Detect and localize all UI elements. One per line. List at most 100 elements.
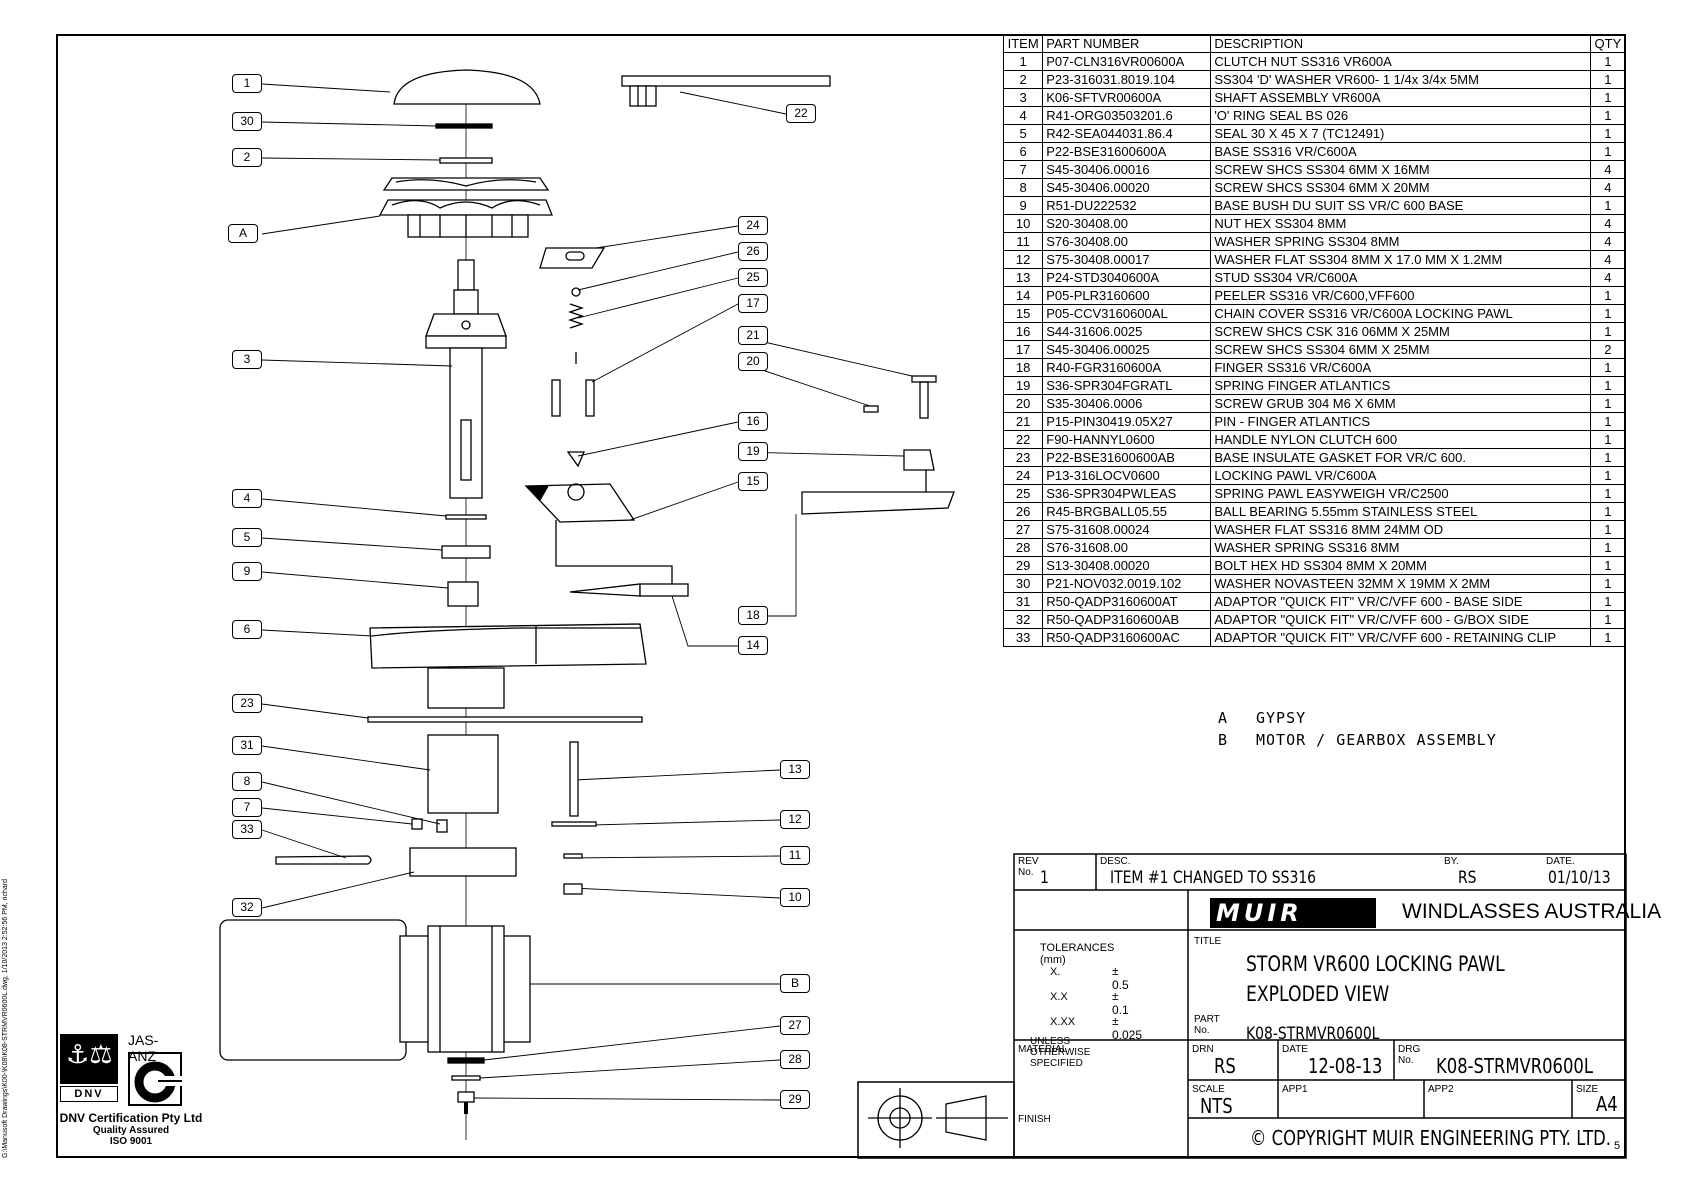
row-part-number: S36-SPR304PWLEAS — [1042, 484, 1212, 503]
row-part-number: R42-SEA044031.86.4 — [1042, 124, 1212, 143]
row-description: WASHER NOVASTEEN 32MM X 19MM X 2MM — [1210, 574, 1591, 593]
row-part-number: P13-316LOCV0600 — [1042, 466, 1212, 485]
row-part-number: S20-30408.00 — [1042, 214, 1212, 233]
by-label: BY. — [1444, 856, 1459, 867]
row-part-number: S76-31608.00 — [1042, 538, 1212, 557]
row-item: 16 — [1002, 322, 1044, 341]
balloon-item: 19 — [738, 442, 768, 461]
row-item: 6 — [1002, 142, 1044, 161]
row-item: 27 — [1002, 520, 1044, 539]
row-description: BASE BUSH DU SUIT SS VR/C 600 BASE — [1210, 196, 1591, 215]
cert-line-3: ISO 9001 — [109, 1136, 153, 1147]
row-qty: 1 — [1589, 88, 1627, 107]
row-qty: 4 — [1589, 250, 1627, 269]
balloon-item: 5 — [232, 528, 262, 547]
row-description: ADAPTOR "QUICK FIT" VR/C/VFF 600 - G/BOX… — [1210, 610, 1591, 629]
row-qty: 1 — [1589, 142, 1627, 161]
row-description: WASHER FLAT SS316 8MM 24MM OD — [1210, 520, 1591, 539]
copyright: © COPYRIGHT MUIR ENGINEERING PTY. LTD. — [1250, 1126, 1611, 1150]
row-item: 30 — [1002, 574, 1044, 593]
balloon-item: 29 — [780, 1090, 810, 1109]
row-qty: 1 — [1589, 448, 1627, 467]
title-label: TITLE — [1194, 936, 1222, 947]
balloon-item: 12 — [780, 810, 810, 829]
row-description: SCREW GRUB 304 M6 X 6MM — [1210, 394, 1591, 413]
row-qty: 1 — [1589, 484, 1627, 503]
row-part-number: K06-SFTVR00600A — [1042, 88, 1212, 107]
row-part-number: S45-30406.00020 — [1042, 178, 1212, 197]
balloon-item: 4 — [232, 489, 262, 508]
row-item: 28 — [1002, 538, 1044, 557]
row-part-number: S13-30408.00020 — [1042, 556, 1212, 575]
row-qty: 1 — [1589, 70, 1627, 89]
balloon-item: A — [228, 224, 258, 243]
row-part-number: R50-QADP3160600AB — [1042, 610, 1212, 629]
note-text: GYPSY — [1256, 709, 1307, 727]
row-description: SPRING PAWL EASYWEIGH VR/C2500 — [1210, 484, 1591, 503]
row-item: 20 — [1002, 394, 1044, 413]
rev-value: 1 — [1040, 868, 1049, 888]
row-item: 17 — [1002, 340, 1044, 359]
row-description: ADAPTOR "QUICK FIT" VR/C/VFF 600 - RETAI… — [1210, 628, 1591, 647]
row-qty: 1 — [1589, 538, 1627, 557]
row-description: CHAIN COVER SS316 VR/C600A LOCKING PAWL — [1210, 304, 1591, 323]
scale-label: SCALE — [1192, 1084, 1225, 1095]
balloon-item: 32 — [232, 898, 262, 917]
row-qty: 1 — [1589, 592, 1627, 611]
row-item: 24 — [1002, 466, 1044, 485]
cert-line-2: Quality Assured — [92, 1125, 170, 1136]
row-part-number: P05-PLR3160600 — [1042, 286, 1212, 305]
balloon-item: 14 — [738, 636, 768, 655]
row-item: 25 — [1002, 484, 1044, 503]
dwg-date-label: DATE — [1282, 1044, 1308, 1055]
jas-anz-c-icon — [134, 1061, 182, 1103]
cert-line-1: DNV Certification Pty Ltd — [59, 1111, 203, 1125]
tolerance-value: ± 0.5 — [1112, 964, 1129, 992]
row-description: WASHER SPRING SS304 8MM — [1210, 232, 1591, 251]
balloon-item: B — [780, 974, 810, 993]
row-part-number: S44-31606.0025 — [1042, 322, 1212, 341]
row-description: ADAPTOR "QUICK FIT" VR/C/VFF 600 - BASE … — [1210, 592, 1591, 611]
row-part-number: P21-NOV032.0019.102 — [1042, 574, 1212, 593]
row-description: SS304 'D' WASHER VR600- 1 1/4x 3/4x 5MM — [1210, 70, 1591, 89]
title-line-2: EXPLODED VIEW — [1246, 982, 1390, 1006]
size-value: A4 — [1596, 1092, 1618, 1116]
balloon-item: 10 — [780, 888, 810, 907]
tolerance-key: X. — [1050, 966, 1061, 978]
dnv-badge: DNV — [60, 1086, 118, 1102]
row-description: PEELER SS316 VR/C600,VFF600 — [1210, 286, 1591, 305]
row-qty: 1 — [1589, 520, 1627, 539]
row-item: 19 — [1002, 376, 1044, 395]
drg-value: K08-STRMVR0600L — [1436, 1054, 1594, 1078]
row-qty: 1 — [1589, 412, 1627, 431]
drn-label: DRN — [1192, 1044, 1214, 1055]
row-part-number: S45-30406.00025 — [1042, 340, 1212, 359]
balloon-item: 16 — [738, 412, 768, 431]
desc-value: ITEM #1 CHANGED TO SS316 — [1110, 868, 1317, 888]
row-item: 13 — [1002, 268, 1044, 287]
anchor-icon: ⚓⚖ — [66, 1040, 113, 1070]
balloon-item: 27 — [780, 1016, 810, 1035]
row-qty: 1 — [1589, 196, 1627, 215]
row-part-number: R51-DU222532 — [1042, 196, 1212, 215]
balloon-item: 21 — [738, 326, 768, 345]
row-description: SEAL 30 X 45 X 7 (TC12491) — [1210, 124, 1591, 143]
row-item: 12 — [1002, 250, 1044, 269]
